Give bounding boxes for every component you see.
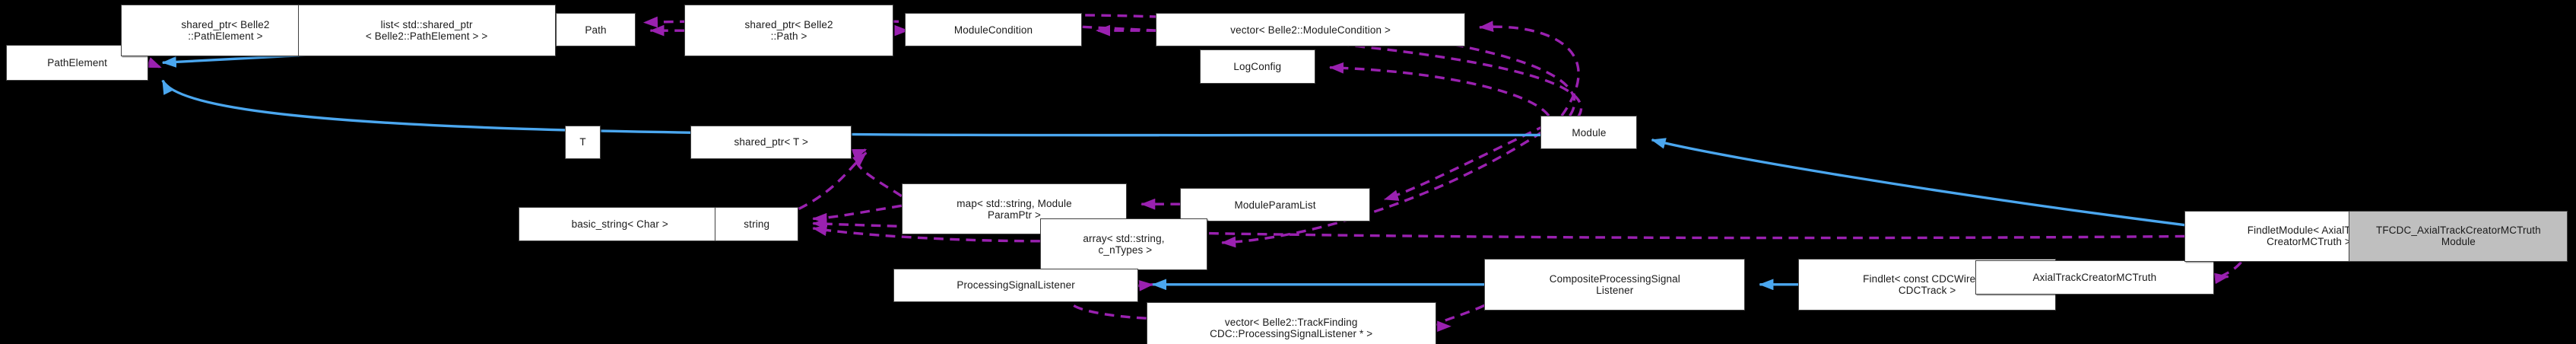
node-label: Path bbox=[585, 24, 607, 36]
node-label: CompositeProcessingSignal Listener bbox=[1549, 272, 1680, 296]
node-string[interactable]: string bbox=[715, 207, 799, 241]
edge-module-to-arrayntypes bbox=[1221, 130, 1543, 248]
node-label: array< std::string, c_nTypes > bbox=[1083, 233, 1165, 256]
edge-string-to-sharedptrt-b bbox=[798, 151, 868, 211]
node-label: TFCDC_AxialTrackCreatorMCTruth Module bbox=[2375, 225, 2541, 248]
node-shared-ptr-t[interactable]: shared_ptr< T > bbox=[690, 125, 852, 160]
node-label: T bbox=[579, 136, 586, 148]
edge-module-to-logconfig bbox=[1328, 62, 1550, 117]
node-log-config[interactable]: LogConfig bbox=[1199, 49, 1315, 84]
node-label: vector< Belle2::ModuleCondition > bbox=[1230, 24, 1391, 36]
edge-arrayntypes-to-string bbox=[812, 225, 1040, 243]
node-module[interactable]: Module bbox=[1540, 116, 1638, 150]
node-vector-module-condition[interactable]: vector< Belle2::ModuleCondition > bbox=[1156, 12, 1465, 47]
node-label: AxialTrackCreatorMCTruth bbox=[2032, 271, 2157, 283]
node-shared-ptr-path[interactable]: shared_ptr< Belle2 ::Path > bbox=[684, 5, 894, 56]
node-t[interactable]: T bbox=[565, 125, 601, 160]
node-label: map< std::string, Module ParamPtr > bbox=[956, 197, 1072, 221]
node-label: vector< Belle2::TrackFinding CDC::Proces… bbox=[1210, 316, 1373, 339]
edge-findletmodule-to-module bbox=[1651, 138, 2185, 227]
node-label: string bbox=[744, 218, 770, 231]
node-axial-track-creator-mctruth[interactable]: AxialTrackCreatorMCTruth bbox=[1975, 260, 2214, 295]
node-label: ModuleCondition bbox=[953, 24, 1033, 36]
node-label: shared_ptr< Belle2 ::Path > bbox=[744, 19, 833, 43]
edge-map-to-string bbox=[812, 204, 903, 225]
node-label: basic_string< Char > bbox=[571, 218, 668, 231]
node-processing-signal-listener[interactable]: ProcessingSignalListener bbox=[893, 268, 1139, 303]
edge-module-to-pathelement bbox=[161, 79, 1541, 137]
node-array-string-cntypes[interactable]: array< std::string, c_nTypes > bbox=[1039, 218, 1208, 270]
node-basic-string-char[interactable]: basic_string< Char > bbox=[518, 207, 722, 241]
edge-cpsl-to-vectorpsl bbox=[1436, 304, 1486, 333]
edge-findletmodule-to-axialtrack bbox=[2213, 261, 2242, 285]
node-list-shared-ptr-pathelement[interactable]: list< std::shared_ptr < Belle2::PathElem… bbox=[297, 5, 556, 56]
node-composite-processing-signal-listener[interactable]: CompositeProcessingSignal Listener bbox=[1484, 259, 1746, 311]
node-label: shared_ptr< T > bbox=[734, 136, 809, 148]
node-label: Findlet< const CDCWireHit, CDCTrack > bbox=[1863, 272, 1992, 296]
node-label: list< std::shared_ptr < Belle2::PathElem… bbox=[365, 19, 488, 43]
node-label: Module bbox=[1572, 126, 1607, 139]
node-label: PathElement bbox=[47, 56, 108, 68]
node-label: ModuleParamList bbox=[1234, 199, 1316, 211]
node-label: LogConfig bbox=[1233, 61, 1282, 73]
node-module-param-list[interactable]: ModuleParamList bbox=[1180, 188, 1370, 222]
node-shared-ptr-pathelement[interactable]: shared_ptr< Belle2 ::PathElement > bbox=[120, 5, 331, 56]
node-label: shared_ptr< Belle2 ::PathElement > bbox=[181, 19, 270, 43]
node-label: ProcessingSignalListener bbox=[956, 279, 1075, 291]
node-vector-processing-signal-listener[interactable]: vector< Belle2::TrackFinding CDC::Proces… bbox=[1146, 302, 1436, 344]
node-path[interactable]: Path bbox=[555, 12, 636, 47]
node-module-condition[interactable]: ModuleCondition bbox=[905, 12, 1082, 47]
node-tfcdc-axial-track-creator-mctruth-module[interactable]: TFCDC_AxialTrackCreatorMCTruth Module bbox=[2349, 210, 2568, 263]
edge-module-to-moduleparamlist bbox=[1384, 124, 1547, 201]
